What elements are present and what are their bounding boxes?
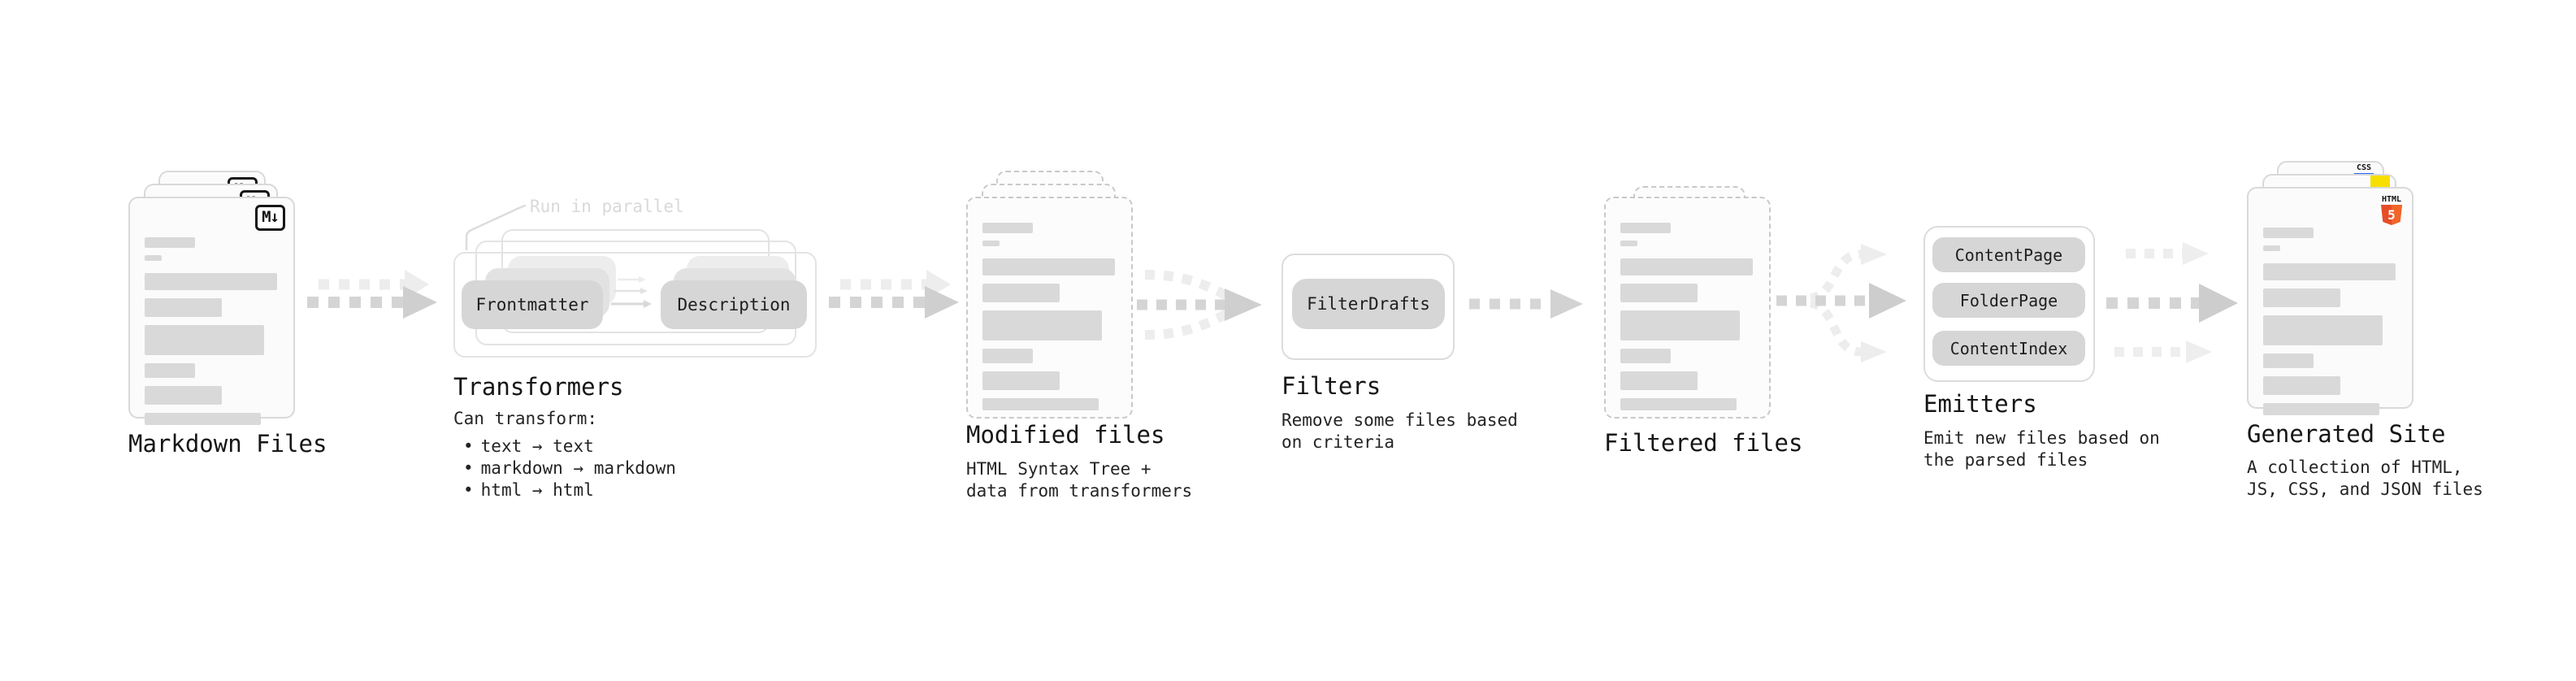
markdown-files-stack: M↓ M↓ M↓ bbox=[128, 171, 325, 425]
filtered-files-stack bbox=[1604, 171, 1801, 419]
flow-arrow-filters-to-filtered bbox=[1469, 289, 1583, 319]
run-in-parallel-annotation: Run in parallel bbox=[530, 197, 684, 216]
file-content-placeholder bbox=[982, 223, 1115, 410]
arrowhead bbox=[1550, 289, 1583, 319]
transformers-desc-title: Can transform: bbox=[453, 409, 598, 428]
filter-drafts-chip: FilterDrafts bbox=[1292, 279, 1445, 329]
transformer-frame-front bbox=[453, 252, 817, 358]
filters-heading: Filters bbox=[1281, 372, 1381, 400]
html5-icon: HTML 5 bbox=[2381, 195, 2402, 225]
filters-description: Remove some files based on criteria bbox=[1281, 410, 1518, 452]
converge-curve-top bbox=[1144, 270, 1238, 306]
flow-arrow-filtered-to-emitters bbox=[1776, 244, 1906, 362]
diverge-curve-top bbox=[1809, 249, 1862, 303]
emitter-chip-content-index: ContentIndex bbox=[1932, 331, 2085, 366]
markdown-icon: M↓ bbox=[255, 205, 285, 231]
transformers-bullet-2: •markdown → markdown bbox=[463, 458, 676, 478]
generated-site-stack: CSS HTML 5 bbox=[2247, 161, 2444, 415]
generated-file-card-html: HTML 5 bbox=[2247, 187, 2413, 415]
modified-files-stack bbox=[966, 171, 1163, 419]
modified-files-label: Modified files bbox=[966, 421, 1165, 449]
flow-arrow-modified-to-filters bbox=[1137, 270, 1262, 340]
svg-text:5: 5 bbox=[2387, 207, 2396, 223]
arrowhead-bottom bbox=[1861, 341, 1887, 362]
file-content-placeholder bbox=[145, 237, 277, 425]
mini-arrow-bottom bbox=[611, 300, 652, 308]
mini-arrow-top bbox=[618, 276, 646, 283]
flow-arrow-transformers-to-modified bbox=[829, 270, 959, 319]
modified-files-description: HTML Syntax Tree + data from transformer… bbox=[966, 459, 1193, 501]
parallel-arrow-middle bbox=[2106, 284, 2238, 323]
parallel-arrow-bottom bbox=[2114, 340, 2212, 363]
flow-arrow-markdown-to-transformers bbox=[307, 270, 437, 319]
dashed-arrow-dark bbox=[307, 286, 437, 319]
generated-site-description: A collection of HTML, JS, CSS, and JSON … bbox=[2247, 458, 2483, 499]
file-content-placeholder bbox=[1620, 223, 1753, 410]
transformers-bullet-3: •html → html bbox=[463, 480, 594, 500]
markdown-file-card-front: M↓ bbox=[128, 197, 295, 425]
arrowhead-middle bbox=[1869, 283, 1906, 319]
transformers-description: Can transform: •text → text •markdown → … bbox=[453, 408, 676, 501]
frontmatter-chip: Frontmatter bbox=[462, 280, 603, 329]
markdown-files-label: Markdown Files bbox=[128, 430, 327, 458]
dashed-arrow-dark bbox=[829, 286, 959, 319]
mini-arrow-middle bbox=[614, 288, 648, 294]
arrowhead-top bbox=[1861, 244, 1887, 265]
generated-site-label: Generated Site bbox=[2247, 420, 2446, 448]
filtered-file-card-front bbox=[1604, 197, 1771, 419]
emitters-description: Emit new files based on the parsed files bbox=[1923, 428, 2160, 470]
emitter-chip-folder-page: FolderPage bbox=[1932, 283, 2085, 318]
description-chip: Description bbox=[661, 280, 807, 329]
transformers-heading: Transformers bbox=[453, 373, 624, 401]
arrowhead bbox=[1225, 288, 1262, 321]
modified-file-card-front bbox=[966, 197, 1133, 419]
filtered-files-label: Filtered files bbox=[1604, 429, 1803, 457]
parallel-arrow-top bbox=[2126, 242, 2209, 265]
emitter-chip-content-page: ContentPage bbox=[1932, 237, 2085, 272]
svg-text:HTML: HTML bbox=[2382, 195, 2401, 204]
diverge-curve-bottom bbox=[1809, 298, 1862, 357]
flow-arrow-emitters-to-generated bbox=[2106, 242, 2238, 363]
transformers-bullet-1: •text → text bbox=[463, 436, 594, 456]
js-icon bbox=[2370, 176, 2390, 189]
emitters-heading: Emitters bbox=[1923, 390, 2037, 418]
converge-curve-bottom bbox=[1144, 304, 1238, 340]
annotation-connector-line bbox=[465, 204, 527, 251]
parallel-mini-arrows bbox=[611, 276, 652, 308]
file-content-placeholder bbox=[2263, 228, 2396, 415]
